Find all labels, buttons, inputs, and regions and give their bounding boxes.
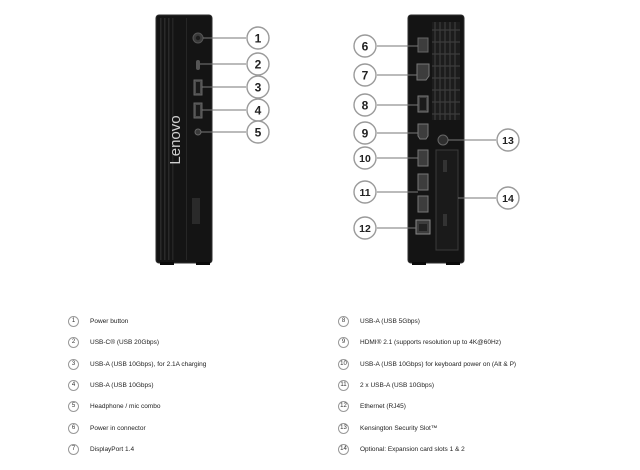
legend-item-12: 12 Ethernet (RJ45) xyxy=(338,398,406,414)
svg-text:9: 9 xyxy=(362,127,369,141)
callout-4: 4 xyxy=(246,98,270,122)
svg-text:11: 11 xyxy=(359,187,370,199)
expansion-slots xyxy=(435,149,459,251)
front-view-device xyxy=(155,14,213,265)
legend-item-5: 5 Headphone / mic combo xyxy=(68,398,160,414)
callout-5: 5 xyxy=(246,120,270,144)
leader-lines xyxy=(200,37,496,229)
svg-text:4: 4 xyxy=(255,104,262,118)
legend-number: 9 xyxy=(338,336,349,348)
legend-number: 10 xyxy=(338,358,349,370)
callout-7: 7 xyxy=(353,63,377,87)
callout-1: 1 xyxy=(246,26,270,50)
legend-number: 1 xyxy=(68,315,79,327)
legend-number: 2 xyxy=(68,336,79,348)
usb-a-keyboard-port xyxy=(417,149,429,167)
legend-item-4: 4 USB-A (USB 10Gbps) xyxy=(68,377,154,393)
callout-13: 13 xyxy=(496,128,520,152)
headphone-jack-port xyxy=(194,128,202,136)
callout-8: 8 xyxy=(353,93,377,117)
svg-text:7: 7 xyxy=(362,69,369,83)
legend-item-8: 8 USB-A (USB 5Gbps) xyxy=(338,313,420,329)
callout-14: 14 xyxy=(496,186,520,210)
usb-a-dual-port-top xyxy=(417,173,429,191)
legend-number: 14 xyxy=(338,443,349,455)
legend-label: USB-A (USB 5Gbps) xyxy=(360,317,420,325)
legend-label: 2 x USB-A (USB 10Gbps) xyxy=(360,381,435,389)
power-in-port xyxy=(417,37,429,53)
legend-label: Ethernet (RJ45) xyxy=(360,402,406,410)
kensington-slot xyxy=(437,134,449,146)
legend-number: 8 xyxy=(338,315,349,327)
svg-text:2: 2 xyxy=(255,58,262,72)
legend-label: Power button xyxy=(90,317,129,325)
legend-label: DisplayPort 1.4 xyxy=(90,445,135,453)
legend-number: 13 xyxy=(338,422,349,434)
legend-number: 4 xyxy=(68,379,79,391)
legend-number: 5 xyxy=(68,400,79,412)
legend-item-7: 7 DisplayPort 1.4 xyxy=(68,441,134,457)
legend-item-2: 2 USB-C® (USB 20Gbps) xyxy=(68,334,159,350)
svg-text:14: 14 xyxy=(502,193,514,205)
legend-number: 3 xyxy=(68,358,79,370)
svg-text:5: 5 xyxy=(255,126,262,140)
legend-label: HDMI® 2.1 (supports resolution up to 4K@… xyxy=(360,338,502,346)
legend-label: Kensington Security Slot™ xyxy=(360,424,438,432)
legend-number: 11 xyxy=(338,379,349,391)
svg-text:13: 13 xyxy=(502,135,514,147)
legend-number: 12 xyxy=(338,400,349,412)
legend-item-3: 3 USB-A (USB 10Gbps), for 2.1A charging xyxy=(68,356,206,372)
svg-text:12: 12 xyxy=(359,223,371,235)
callout-12: 12 xyxy=(353,216,377,240)
svg-text:8: 8 xyxy=(362,99,369,113)
callout-6: 6 xyxy=(353,34,377,58)
legend-label: Headphone / mic combo xyxy=(90,402,161,410)
svg-text:1: 1 xyxy=(255,32,262,46)
svg-text:3: 3 xyxy=(255,81,262,95)
callout-10: 10 xyxy=(353,146,377,170)
callout-9: 9 xyxy=(353,121,377,145)
legend-item-11: 11 2 x USB-A (USB 10Gbps) xyxy=(338,377,434,393)
legend-item-1: 1 Power button xyxy=(68,313,128,329)
legend-number: 6 xyxy=(68,422,79,434)
svg-text:6: 6 xyxy=(362,40,369,54)
callout-11: 11 xyxy=(353,180,377,204)
legend-item-13: 13 Kensington Security Slot™ xyxy=(338,420,437,436)
usb-c-port xyxy=(196,60,200,70)
displayport-port xyxy=(416,63,430,81)
brand-logo: Lenovo xyxy=(167,115,184,164)
legend-number: 7 xyxy=(68,443,79,455)
legend-item-14: 14 Optional: Expansion card slots 1 & 2 xyxy=(338,441,465,457)
device-ports-diagram: Lenovo xyxy=(155,14,520,265)
rear-view-device xyxy=(407,14,465,265)
callout-2: 2 xyxy=(246,52,270,76)
legend-item-10: 10 USB-A (USB 10Gbps) for keyboard power… xyxy=(338,356,516,372)
svg-text:10: 10 xyxy=(359,153,371,165)
legend-label: Power in connector xyxy=(90,424,146,432)
legend-label: USB-C® (USB 20Gbps) xyxy=(90,338,160,346)
legend-label: USB-A (USB 10Gbps) xyxy=(90,381,154,389)
usb-a-dual-port-bottom xyxy=(417,195,429,213)
hdmi-port xyxy=(417,123,429,140)
legend-item-9: 9 HDMI® 2.1 (supports resolution up to 4… xyxy=(338,334,501,350)
legend-label: USB-A (USB 10Gbps), for 2.1A charging xyxy=(90,360,207,368)
callout-3: 3 xyxy=(246,75,270,99)
legend-item-6: 6 Power in connector xyxy=(68,420,146,436)
legend-label: Optional: Expansion card slots 1 & 2 xyxy=(360,445,465,453)
legend-label: USB-A (USB 10Gbps) for keyboard power on… xyxy=(360,360,517,368)
